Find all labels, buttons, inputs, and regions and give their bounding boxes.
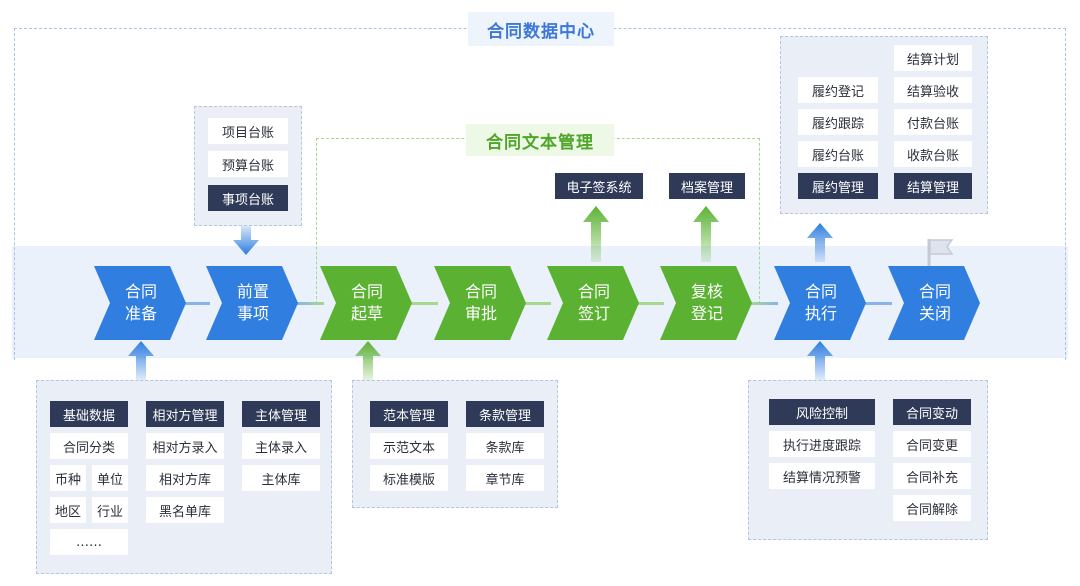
connector-1 — [184, 302, 210, 305]
blacklist-library-tag[interactable]: 黑名单库 — [146, 497, 224, 523]
step-approval[interactable]: 合同审批 — [434, 266, 526, 340]
connector-3 — [410, 302, 438, 305]
connector-5 — [636, 302, 664, 305]
data-center-title: 合同数据中心 — [468, 12, 614, 46]
step-label-line1: 合同 — [577, 282, 610, 301]
unit-tag[interactable]: 单位 — [92, 465, 128, 491]
settlement-warning-tag[interactable]: 结算情况预警 — [769, 463, 875, 489]
settlement-acceptance-tag[interactable]: 结算验收 — [894, 77, 972, 103]
esign-arrow-icon — [583, 206, 609, 262]
settlement-plan-tag[interactable]: 结算计划 — [894, 45, 972, 71]
step-contract-preparation[interactable]: 合同准备 — [94, 266, 186, 340]
text-management-title: 合同文本管理 — [466, 124, 614, 156]
currency-tag[interactable]: 币种 — [50, 465, 86, 491]
receipt-ledger-tag[interactable]: 收款台账 — [894, 141, 972, 167]
counterparty-library-tag[interactable]: 相对方库 — [146, 465, 224, 491]
ledger-panel: 项目台账 预算台账 事项台账 — [194, 106, 302, 226]
step-review-registration[interactable]: 复核登记 — [660, 266, 752, 340]
step-execution[interactable]: 合同执行 — [774, 266, 866, 340]
chapter-library-tag[interactable]: 章节库 — [466, 465, 544, 491]
step-label-line1: 合同 — [804, 282, 837, 301]
step-label-line1: 复核 — [690, 282, 723, 301]
contract-category-tag[interactable]: 合同分类 — [50, 433, 128, 459]
step-label-line2: 执行 — [804, 304, 837, 323]
template-clause-panel: 范本管理 示范文本 标准模版 条款管理 条款库 章节库 — [352, 380, 558, 508]
standard-template-tag[interactable]: 标准模版 — [370, 465, 448, 491]
step-label-line2: 审批 — [464, 304, 497, 323]
template-arrow-icon — [355, 341, 381, 380]
step-label-line1: 前置 — [236, 282, 269, 301]
sample-text-tag[interactable]: 示范文本 — [370, 433, 448, 459]
project-ledger-tag[interactable]: 项目台账 — [208, 118, 288, 144]
ledger-arrow-icon — [233, 226, 259, 255]
connector-7 — [864, 302, 892, 305]
step-label-line2: 事项 — [236, 304, 269, 323]
template-header[interactable]: 范本管理 — [370, 401, 448, 427]
step-drafting[interactable]: 合同起草 — [320, 266, 412, 340]
subject-library-tag[interactable]: 主体库 — [242, 465, 320, 491]
payment-ledger-tag[interactable]: 付款台账 — [894, 109, 972, 135]
contract-supplement-tag[interactable]: 合同补充 — [893, 463, 971, 489]
step-closing[interactable]: 合同关闭 — [888, 266, 980, 340]
risk-arrow-icon — [807, 341, 833, 380]
region-tag[interactable]: 地区 — [50, 497, 86, 523]
step-label-line1: 合同 — [918, 282, 951, 301]
archive-arrow-icon — [693, 206, 719, 262]
step-label-line2: 签订 — [577, 304, 610, 323]
connector-4 — [523, 302, 551, 305]
subject-header[interactable]: 主体管理 — [242, 401, 320, 427]
step-label-line2: 登记 — [690, 304, 723, 323]
step-label-line1: 合同 — [124, 282, 157, 301]
performance-settlement-panel: 履约登记 履约跟踪 履约台账 履约管理 结算计划 结算验收 付款台账 收款台账 … — [780, 36, 988, 214]
contract-termination-tag[interactable]: 合同解除 — [893, 495, 971, 521]
basic-data-header[interactable]: 基础数据 — [50, 401, 128, 427]
esign-system-tag[interactable]: 电子签系统 — [555, 173, 643, 199]
counterparty-header[interactable]: 相对方管理 — [146, 401, 224, 427]
more-tag[interactable]: …… — [50, 529, 128, 555]
performance-ledger-tag[interactable]: 履约台账 — [798, 141, 878, 167]
performance-registration-tag[interactable]: 履约登记 — [798, 77, 878, 103]
connector-6 — [750, 302, 778, 305]
step-pre-items[interactable]: 前置事项 — [206, 266, 298, 340]
step-label-line1: 合同 — [464, 282, 497, 301]
item-ledger-tag[interactable]: 事项台账 — [208, 185, 288, 211]
performance-tracking-tag[interactable]: 履约跟踪 — [798, 109, 878, 135]
performance-management-tag[interactable]: 履约管理 — [798, 173, 878, 199]
clause-library-tag[interactable]: 条款库 — [466, 433, 544, 459]
step-signing[interactable]: 合同签订 — [547, 266, 639, 340]
contract-modification-tag[interactable]: 合同变更 — [893, 431, 971, 457]
counterparty-entry-tag[interactable]: 相对方录入 — [146, 433, 224, 459]
archive-management-tag[interactable]: 档案管理 — [669, 173, 745, 199]
risk-control-header[interactable]: 风险控制 — [769, 399, 875, 425]
basic-data-arrow-icon — [128, 341, 154, 380]
contract-change-header[interactable]: 合同变动 — [893, 399, 971, 425]
basic-data-panel: 基础数据 合同分类 币种 单位 地区 行业 …… 相对方管理 相对方录入 相对方… — [36, 380, 332, 574]
industry-tag[interactable]: 行业 — [92, 497, 128, 523]
step-label-line1: 合同 — [350, 282, 383, 301]
progress-tracking-tag[interactable]: 执行进度跟踪 — [769, 431, 875, 457]
step-label-line2: 准备 — [124, 304, 157, 323]
execution-up-arrow-icon — [807, 223, 833, 262]
flag-icon — [927, 239, 954, 267]
settlement-management-tag[interactable]: 结算管理 — [894, 173, 972, 199]
step-label-line2: 起草 — [350, 304, 383, 323]
connector-2 — [296, 302, 324, 305]
budget-ledger-tag[interactable]: 预算台账 — [208, 151, 288, 177]
step-label-line2: 关闭 — [918, 304, 951, 323]
risk-change-panel: 风险控制 执行进度跟踪 结算情况预警 合同变动 合同变更 合同补充 合同解除 — [748, 380, 988, 540]
subject-entry-tag[interactable]: 主体录入 — [242, 433, 320, 459]
clause-header[interactable]: 条款管理 — [466, 401, 544, 427]
